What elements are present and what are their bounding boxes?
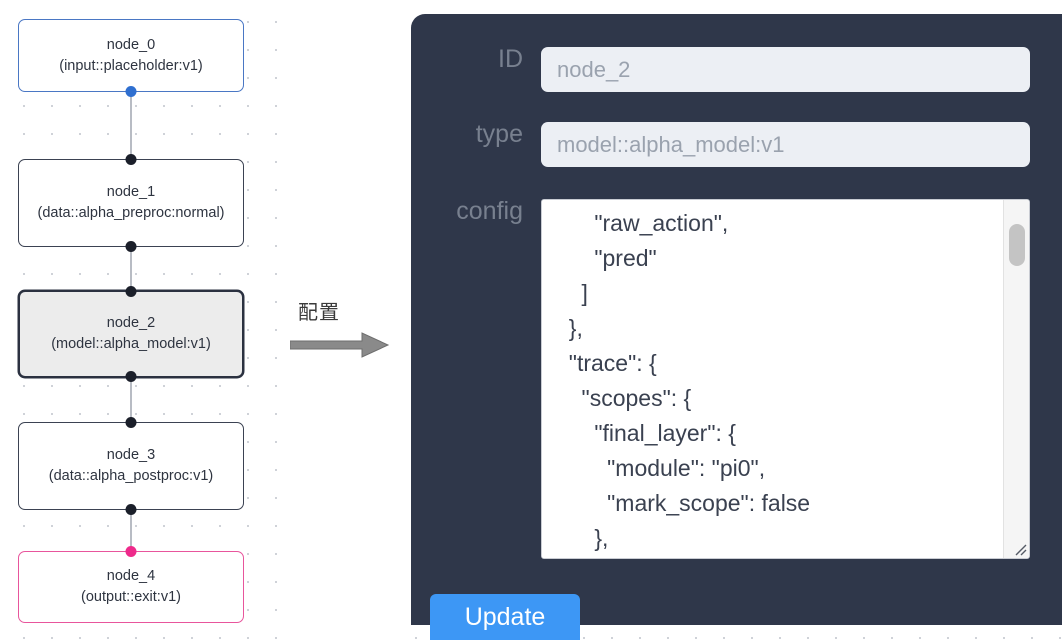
resize-handle-icon[interactable] (1011, 540, 1027, 556)
graph-node-node_2[interactable]: node_2 (model::alpha_model:v1) (18, 286, 244, 382)
node-handle-top-icon[interactable] (125, 286, 137, 297)
graph-node-node_1[interactable]: node_1 (data::alpha_preproc:normal) (18, 154, 244, 252)
node-handle-top-icon[interactable] (125, 154, 137, 165)
node-handle-bottom-icon[interactable] (125, 371, 137, 382)
node-config-panel: ID type config "raw_action", "pred" ] },… (411, 14, 1062, 640)
annotation-arrow-group: 配置 (290, 296, 390, 358)
edge-node3-node4 (130, 510, 132, 551)
node-label: node_2 (model::alpha_model:v1) (51, 315, 211, 352)
update-button[interactable]: Update (430, 594, 580, 640)
field-row-config: config "raw_action", "pred" ] }, "trace"… (429, 199, 1030, 559)
edge-node2-node3 (130, 378, 132, 422)
node-label: node_0 (input::placeholder:v1) (59, 36, 203, 74)
config-scrollbar-thumb[interactable] (1009, 224, 1025, 266)
field-row-type: type (429, 122, 1030, 167)
graph-node-node_4[interactable]: node_4 (output::exit:v1) (18, 546, 244, 623)
id-field-label: ID (498, 45, 523, 73)
node-handle-bottom-icon[interactable] (125, 241, 137, 252)
graph-node-node_0[interactable]: node_0 (input::placeholder:v1) (18, 19, 244, 97)
graph-node-node_3[interactable]: node_3 (data::alpha_postproc:v1) (18, 417, 244, 515)
node-label: node_3 (data::alpha_postproc:v1) (48, 447, 214, 484)
node-label: node_4 (output::exit:v1) (81, 568, 181, 605)
config-field-label: config (456, 197, 523, 225)
node-handle-top-icon[interactable] (125, 546, 137, 557)
annotation-caption: 配置 (298, 300, 340, 324)
type-field-label: type (475, 120, 523, 148)
id-input[interactable] (541, 47, 1030, 92)
node-handle-bottom-icon[interactable] (125, 504, 137, 515)
edge-node0-node1 (130, 92, 132, 159)
type-input[interactable] (541, 122, 1030, 167)
node-label: node_1 (data::alpha_preproc:normal) (37, 184, 225, 221)
config-scrollbar[interactable] (1003, 200, 1029, 558)
config-textarea[interactable]: "raw_action", "pred" ] }, "trace": { "sc… (542, 200, 1004, 558)
right-arrow-icon (290, 332, 390, 358)
config-textarea-wrapper: "raw_action", "pred" ] }, "trace": { "sc… (541, 199, 1030, 559)
node-handle-bottom-icon[interactable] (125, 86, 137, 97)
field-row-id: ID (429, 47, 1030, 92)
edge-node1-node2 (130, 247, 132, 290)
node-handle-top-icon[interactable] (125, 417, 137, 428)
